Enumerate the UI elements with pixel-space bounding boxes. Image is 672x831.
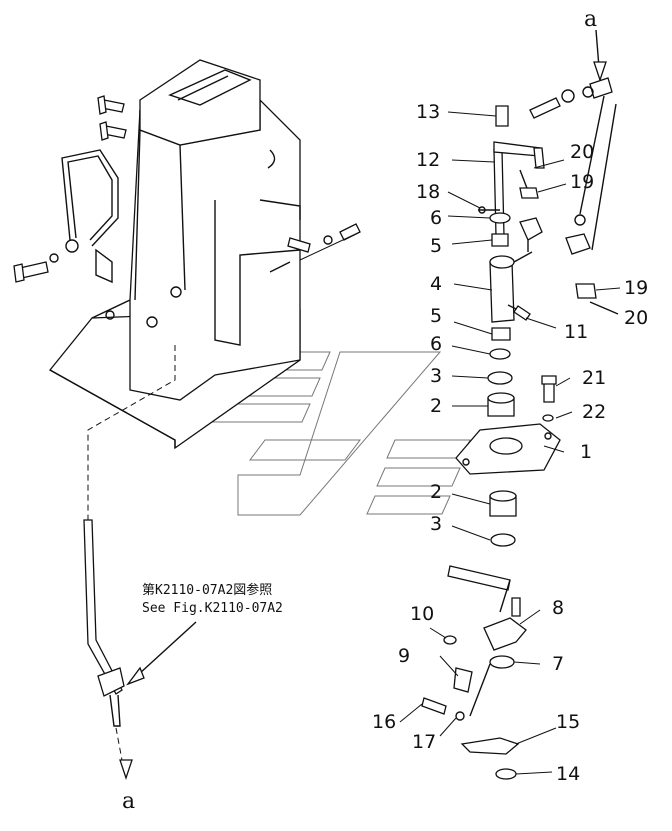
shaft-parts — [421, 29, 619, 780]
ref-label-top: a — [584, 7, 597, 32]
grab-handle — [61, 149, 119, 284]
callout-4: 4 — [430, 273, 442, 295]
callout-16: 16 — [372, 711, 396, 733]
callout-14: 14 — [556, 763, 580, 785]
callout-20-upper: 20 — [570, 141, 594, 163]
callout-6-lower: 6 — [430, 333, 442, 355]
callout-11: 11 — [564, 321, 588, 343]
callout-9: 9 — [398, 645, 410, 667]
leader-lines — [299, 111, 621, 775]
ref-label-bottom: a — [122, 789, 135, 814]
callout-3-upper: 3 — [430, 365, 442, 387]
callout-labels: 13 12 20 18 19 6 5 4 19 20 5 11 6 3 21 2… — [372, 101, 648, 785]
mounting-bolts — [13, 95, 361, 283]
callout-21: 21 — [582, 367, 606, 389]
callout-5-lower: 5 — [430, 305, 442, 327]
shift-rod — [83, 519, 197, 781]
callout-20-lower: 20 — [624, 307, 648, 329]
callout-3-lower: 3 — [430, 513, 442, 535]
callout-17: 17 — [412, 731, 436, 753]
callout-19-upper: 19 — [570, 171, 594, 193]
callout-5-upper: 5 — [430, 235, 442, 257]
callout-13: 13 — [416, 101, 440, 123]
see-figure-note-jp: 第K2110-07A2図参照 — [142, 582, 272, 598]
callout-6-upper: 6 — [430, 207, 442, 229]
see-figure-note-en: See Fig.K2110-07A2 — [142, 601, 283, 616]
callout-19-lower: 19 — [624, 277, 648, 299]
callout-18: 18 — [416, 181, 440, 203]
callout-10: 10 — [410, 603, 434, 625]
callout-7: 7 — [552, 653, 564, 675]
callout-15: 15 — [556, 711, 580, 733]
callout-2-lower: 2 — [430, 481, 442, 503]
callout-2-upper: 2 — [430, 395, 442, 417]
callout-22: 22 — [582, 401, 606, 423]
callout-8: 8 — [552, 597, 564, 619]
pedestal-bracket — [49, 59, 301, 520]
callout-12: 12 — [416, 149, 440, 171]
callout-1: 1 — [580, 441, 592, 463]
